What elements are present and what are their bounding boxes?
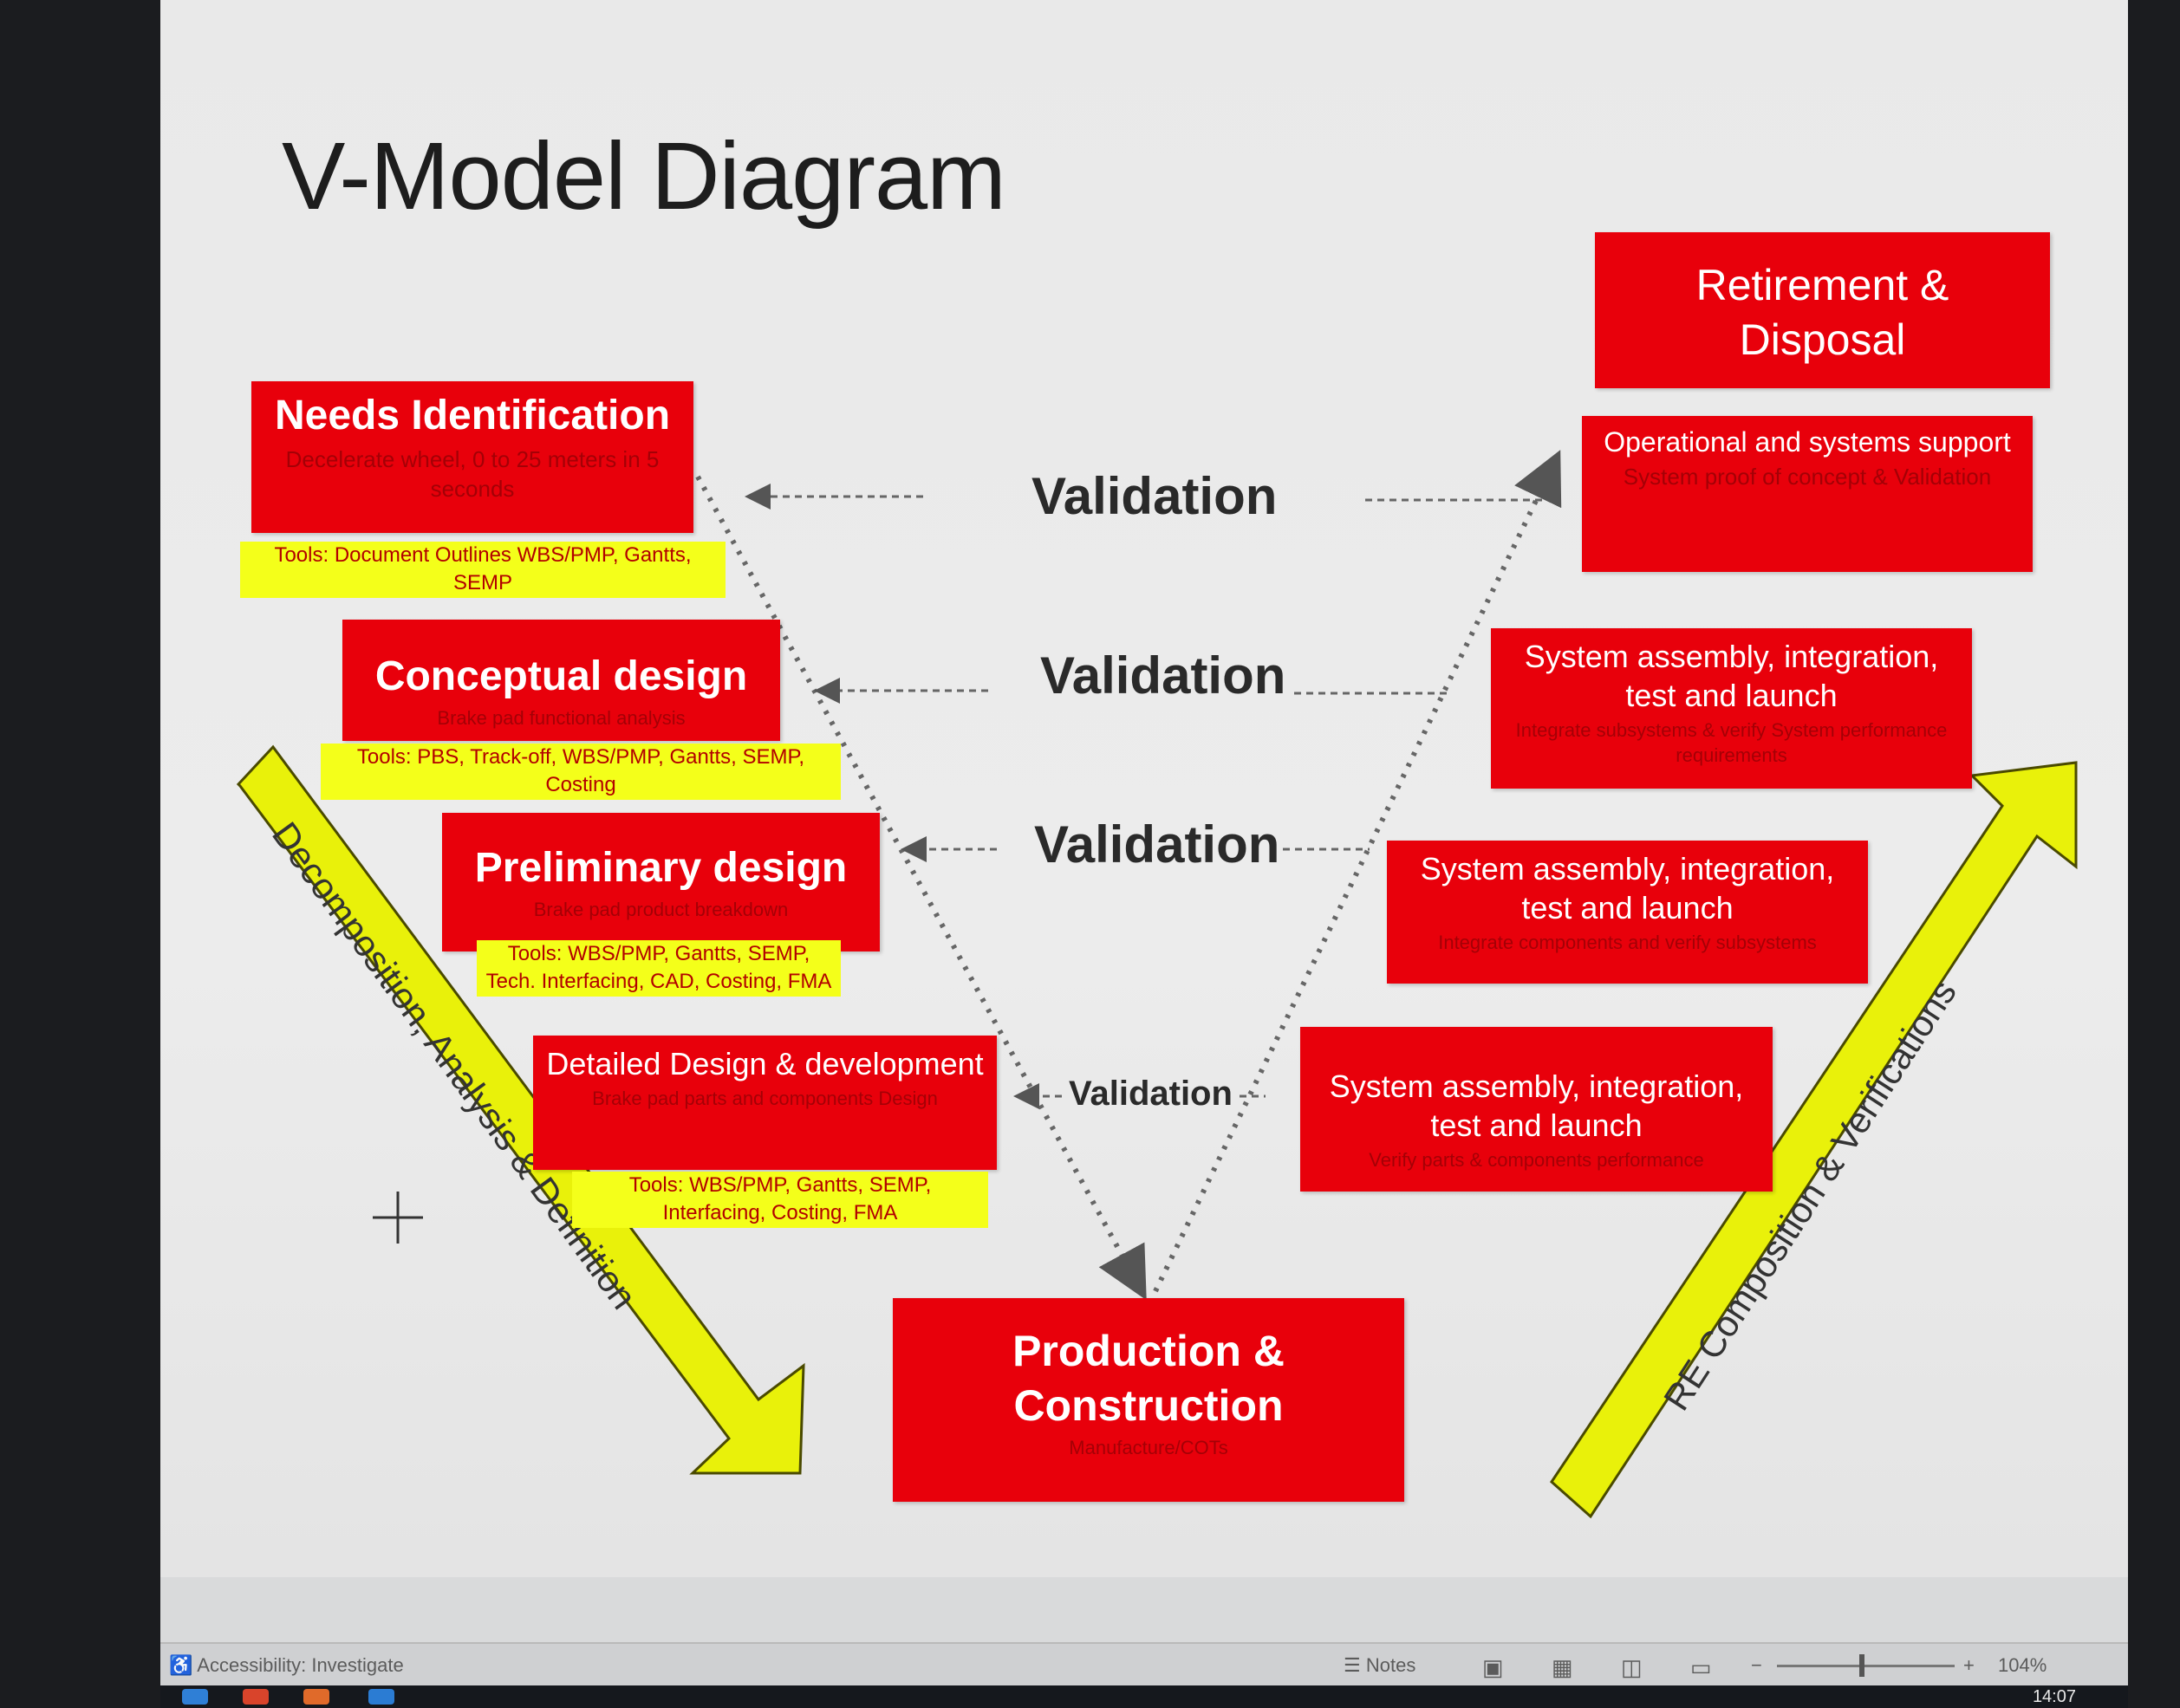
status-bar: ♿ Accessibility: Investigate ☰ Notes ▣ ▦… [160,1642,2128,1687]
production-construction-box[interactable]: Production & Construction Manufacture/CO… [893,1298,1404,1502]
taskbar-clock: 14:07 [2032,1687,2076,1706]
detailed-design-tools: Tools: WBS/PMP, Gantts, SEMP, Interfacin… [572,1172,988,1228]
retirement-disposal-box[interactable]: Retirement & Disposal [1595,232,2050,388]
detailed-design-box[interactable]: Detailed Design & development Brake pad … [533,1036,997,1170]
operational-support-detail: System proof of concept & Validation [1623,464,1992,490]
presenter-view-icon[interactable]: ▭ [1690,1654,1712,1680]
zoom-level[interactable]: 104% [1998,1654,2047,1676]
connector-overlay [236,450,2078,1519]
taskbar: 14:07 [160,1685,2128,1708]
retirement-disposal-heading: Retirement & Disposal [1695,261,1949,364]
system-assembly-3-heading: System assembly, integration, test and l… [1329,1068,1744,1143]
needs-identification-box[interactable]: Needs Identification Decelerate wheel, 0… [251,381,693,533]
taskbar-app-icon[interactable] [182,1689,208,1705]
validation-label-3: Validation [1034,815,1280,873]
zoom-out-icon[interactable]: − [1751,1654,1762,1676]
normal-view-icon[interactable]: ▣ [1482,1654,1504,1680]
conceptual-design-heading: Conceptual design [374,653,748,699]
slide-title: V-Model Diagram [282,123,1006,230]
production-construction-heading: Production & Construction [1012,1327,1285,1430]
notes-icon: ☰ [1344,1654,1366,1676]
system-assembly-box-2[interactable]: System assembly, integration, test and l… [1387,841,1868,984]
taskbar-app-icon[interactable] [368,1689,394,1705]
slide-canvas: V-Model Diagram [160,0,2128,1577]
taskbar-app-icon[interactable] [303,1689,329,1705]
validation-label-1: Validation [1031,467,1278,525]
recomposition-arrow [1550,761,2078,1519]
conceptual-design-detail: Brake pad functional analysis [437,707,686,729]
system-assembly-2-detail: Integrate components and verify subsyste… [1438,932,1817,953]
zoom-in-icon[interactable]: + [1963,1654,1975,1676]
reading-view-icon[interactable]: ◫ [1621,1654,1643,1680]
preliminary-design-heading: Preliminary design [474,845,848,891]
preliminary-design-box[interactable]: Preliminary design Brake pad product bre… [442,813,880,951]
system-assembly-1-heading: System assembly, integration, test and l… [1524,639,1939,713]
system-assembly-3-detail: Verify parts & components performance [1369,1149,1704,1171]
screen: V-Model Diagram [160,0,2128,1708]
operational-support-box[interactable]: Operational and systems support System p… [1582,416,2033,572]
needs-identification-tools: Tools: Document Outlines WBS/PMP, Gantts… [240,542,726,598]
decomposition-arrow [236,744,805,1475]
preliminary-design-detail: Brake pad product breakdown [533,899,789,920]
accessibility-icon: ♿ [169,1654,198,1676]
taskbar-app-icon[interactable] [243,1689,269,1705]
slide-sorter-icon[interactable]: ▦ [1552,1654,1573,1680]
system-assembly-2-heading: System assembly, integration, test and l… [1420,851,1835,925]
validation-label-4: Validation [1069,1075,1233,1113]
conceptual-design-tools: Tools: PBS, Track-off, WBS/PMP, Gantts, … [321,744,841,800]
detailed-design-heading: Detailed Design & development [546,1046,984,1081]
zoom-slider[interactable] [1777,1665,1955,1667]
notes-label: Notes [1365,1654,1416,1676]
needs-identification-detail: Decelerate wheel, 0 to 25 meters in 5 se… [285,446,660,502]
detailed-design-detail: Brake pad parts and components Design [592,1088,938,1109]
accessibility-status[interactable]: ♿ Accessibility: Investigate [169,1654,404,1677]
zoom-slider-thumb[interactable] [1859,1654,1864,1677]
operational-support-heading: Operational and systems support [1604,426,2011,458]
accessibility-label: Accessibility: Investigate [197,1654,404,1676]
conceptual-design-box[interactable]: Conceptual design Brake pad functional a… [342,620,780,741]
production-construction-detail: Manufacture/COTs [1069,1437,1228,1458]
preliminary-design-tools: Tools: WBS/PMP, Gantts, SEMP, Tech. Inte… [477,940,841,997]
v-right-dotted-line [1153,450,1562,1293]
validation-label-2: Validation [1040,646,1286,705]
system-assembly-box-1[interactable]: System assembly, integration, test and l… [1491,628,1972,789]
needs-identification-heading: Needs Identification [274,393,671,438]
system-assembly-box-3[interactable]: System assembly, integration, test and l… [1300,1027,1773,1192]
system-assembly-1-detail: Integrate subsystems & verify System per… [1515,719,1948,766]
notes-button[interactable]: ☰ Notes [1344,1654,1415,1677]
v-left-dotted-line [695,475,1147,1301]
